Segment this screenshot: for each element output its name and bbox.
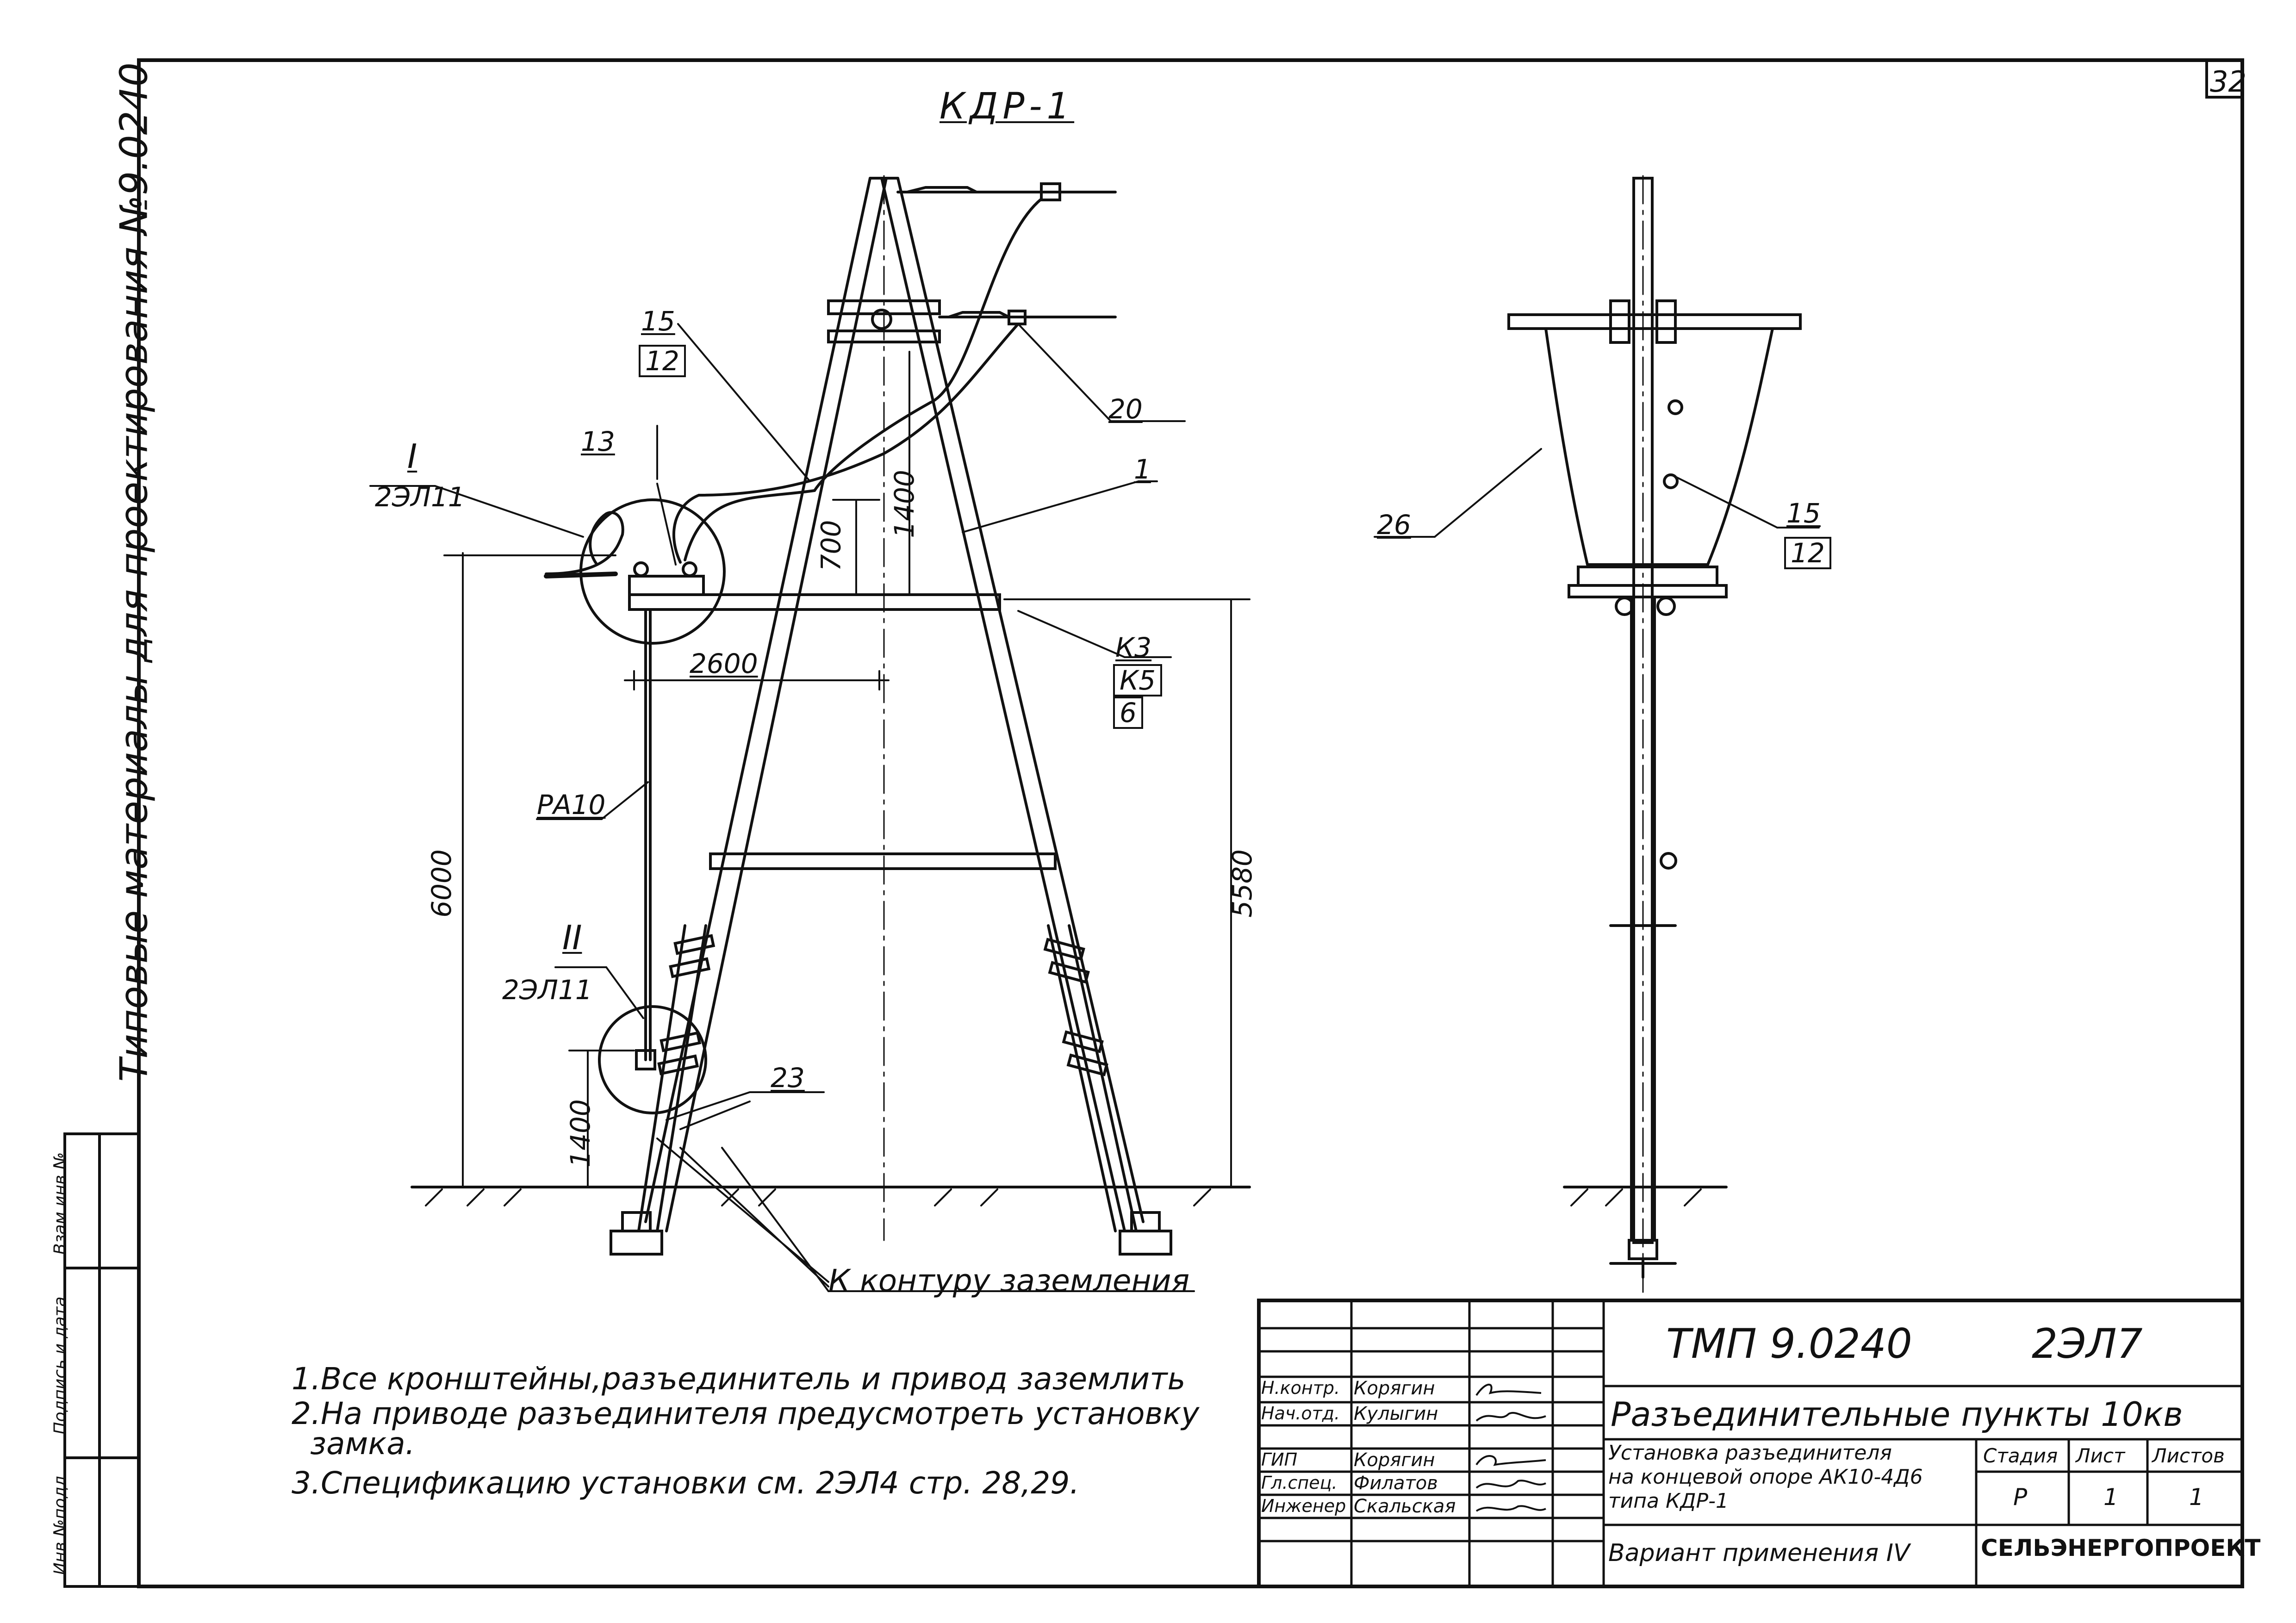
label-13: 13 bbox=[581, 426, 615, 457]
dim-2600: 2600 bbox=[690, 648, 758, 679]
label-pa10: РА10 bbox=[537, 789, 606, 821]
tb-role-4: Гл.спец. bbox=[1261, 1473, 1338, 1493]
label-k5: К5 bbox=[1113, 664, 1163, 696]
tb-role-1: Н.контр. bbox=[1261, 1378, 1340, 1398]
tb-role-5: Инженер bbox=[1261, 1496, 1346, 1516]
tb-name-1: Корягин bbox=[1354, 1378, 1435, 1399]
tb-role-2: Нач.отд. bbox=[1261, 1403, 1340, 1424]
side-col-sign: Подпись и дата bbox=[50, 1296, 70, 1435]
dim-1400-top: 1400 bbox=[888, 470, 920, 538]
label-node-II-ref: 2ЭЛ11 bbox=[502, 974, 592, 1006]
ground-contour-label: К контуру заземления bbox=[828, 1263, 1190, 1299]
label-26: 26 bbox=[1377, 509, 1411, 541]
tb-sheet: 1 bbox=[2103, 1484, 2118, 1511]
dim-5580: 5580 bbox=[1226, 849, 1258, 918]
tb-stage: Р bbox=[2013, 1484, 2028, 1511]
label-20: 20 bbox=[1108, 393, 1143, 425]
note-3: 3.Спецификацию установки см. 2ЭЛ4 стр. 2… bbox=[292, 1465, 1080, 1501]
tb-name-5: Скальская bbox=[1354, 1496, 1456, 1517]
side-col-replace: Взам.инв.№ bbox=[50, 1152, 70, 1255]
note-1: 1.Все кронштейны,разъединитель и привод … bbox=[292, 1361, 1186, 1397]
tb-desc-2: на концевой опоре АК10-4Д6 bbox=[1608, 1465, 1923, 1489]
node-I-circle bbox=[579, 498, 726, 645]
dimensions-left bbox=[369, 323, 1820, 1292]
side-col-inv: Инв.№подл. bbox=[50, 1470, 70, 1575]
tb-code: ТМП 9.0240 bbox=[1666, 1320, 1912, 1368]
sheet-number: 32 bbox=[2210, 65, 2246, 99]
tb-desc-3: типа КДР-1 bbox=[1608, 1489, 1729, 1513]
label-node-I-ref: 2ЭЛ11 bbox=[375, 481, 465, 513]
tb-name-3: Корягин bbox=[1354, 1449, 1435, 1471]
tb-organization: СЕЛЬЭНЕРГОПРОЕКТ bbox=[1981, 1535, 2261, 1561]
dim-700: 700 bbox=[815, 520, 847, 572]
a-frame-support bbox=[411, 175, 1251, 1292]
label-node-I: I bbox=[407, 437, 417, 476]
tb-sheets: 1 bbox=[2189, 1484, 2204, 1511]
tb-name-4: Филатов bbox=[1354, 1473, 1438, 1494]
tb-role-3: ГИП bbox=[1261, 1449, 1298, 1470]
label-15-right: 15 bbox=[1786, 497, 1821, 529]
node-II-circle bbox=[598, 1005, 707, 1114]
label-6: 6 bbox=[1113, 696, 1143, 729]
tb-project: Разъединительные пункты 10кв bbox=[1611, 1395, 2183, 1434]
side-stamp: Типовые материалы для проектирования №9.… bbox=[112, 62, 156, 1082]
tb-desc-1: Установка разъединителя bbox=[1608, 1441, 1892, 1465]
tb-name-2: Кулыгин bbox=[1354, 1403, 1438, 1424]
sheet-frame bbox=[137, 58, 2244, 1588]
tb-variant: Вариант применения IV bbox=[1608, 1539, 1910, 1567]
drawing-title: КДР-1 bbox=[940, 86, 1075, 127]
tb-sheet-code: 2ЭЛ7 bbox=[2032, 1320, 2143, 1368]
side-view-support bbox=[1507, 175, 1802, 1297]
label-1: 1 bbox=[1134, 454, 1151, 485]
dim-1400-bottom: 1400 bbox=[564, 1099, 596, 1168]
label-node-II: II bbox=[562, 918, 582, 957]
tb-sheets-header: Листов bbox=[2152, 1444, 2225, 1467]
sheet-number-box bbox=[2205, 59, 2244, 99]
signatures bbox=[1475, 1383, 1546, 1512]
label-12-right: 12 bbox=[1784, 537, 1831, 569]
label-23: 23 bbox=[771, 1062, 805, 1094]
tb-sheet-header: Лист bbox=[2076, 1444, 2125, 1467]
title-block-grid bbox=[1257, 1299, 2244, 1588]
label-15-left: 15 bbox=[641, 305, 675, 337]
tb-stage-header: Стадия bbox=[1983, 1444, 2058, 1467]
label-12-left: 12 bbox=[639, 345, 686, 377]
label-k3: К3 bbox=[1115, 632, 1152, 663]
dim-6000: 6000 bbox=[425, 849, 457, 918]
side-strip bbox=[63, 1132, 140, 1588]
note-2-cont: замка. bbox=[310, 1426, 415, 1461]
note-2: 2.На приводе разъединителя предусмотреть… bbox=[292, 1396, 1200, 1431]
